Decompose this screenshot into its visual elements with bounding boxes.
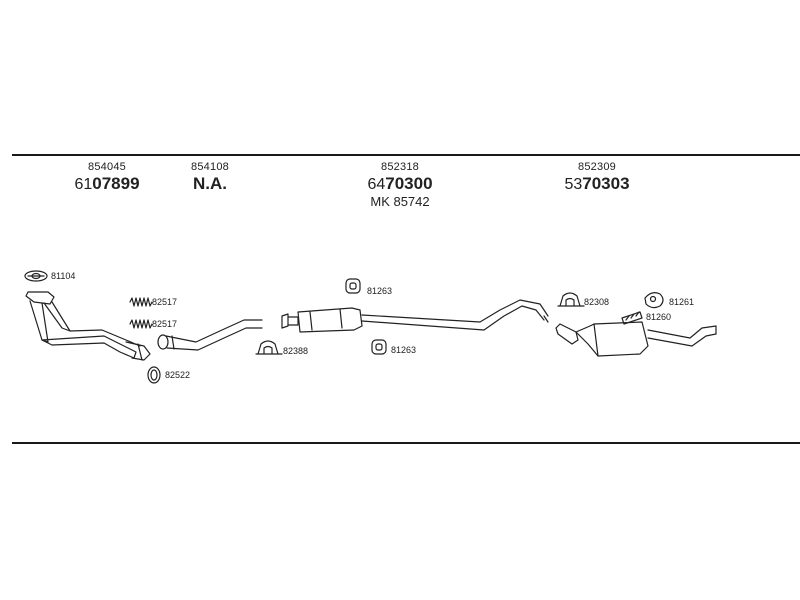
part-label: 82522 [165,370,191,380]
rubber-hanger-81260-icon [622,312,642,324]
header-intermediate-pipe: 854108 N.A. [170,161,250,194]
clamp-82308-icon [558,293,584,306]
part-number: 5370303 [564,174,630,193]
part-label: 81260 [646,312,672,322]
part-label: 82517 [152,297,178,307]
clamp-82388-icon [256,341,282,354]
header-center-silencer: 852318 6470300 MK 85742 [350,161,450,209]
mounting-kit-number: MK 85742 [370,194,430,209]
center-silencer-drawing [282,300,548,332]
rubber-hanger-81263-icon [372,340,386,354]
ref-code: 852309 [578,161,616,173]
header-rear-silencer: 852309 5370303 [547,161,647,194]
rubber-hanger-81261-icon [645,293,663,308]
ref-code: 854108 [191,161,229,173]
part-label: 81263 [367,286,393,296]
part-label: 81263 [391,345,417,355]
intermediate-pipe-drawing [158,320,262,350]
rear-silencer-drawing [556,322,716,356]
part-number: N.A. [193,174,227,193]
ref-code: 852318 [381,161,419,173]
part-number: 6470300 [367,174,433,193]
part-label: 81104 [51,271,76,281]
part-label: 81261 [669,297,695,307]
front-pipe-drawing [26,292,150,360]
spring-82517-icon [130,298,152,306]
part-label: 82517 [152,319,178,329]
bottom-divider-line [12,442,800,444]
part-number: 6107899 [74,174,140,193]
rubber-hanger-81263-icon [346,279,360,293]
part-label: 82388 [283,346,309,356]
ref-code: 854045 [88,161,126,173]
top-divider-line [12,154,800,156]
sealing-ring-icon [148,367,160,383]
front-gasket-icon [25,271,47,281]
header-front-pipe: 854045 6107899 [62,161,152,194]
spring-82517-icon [130,320,152,328]
part-label: 82308 [584,297,610,307]
